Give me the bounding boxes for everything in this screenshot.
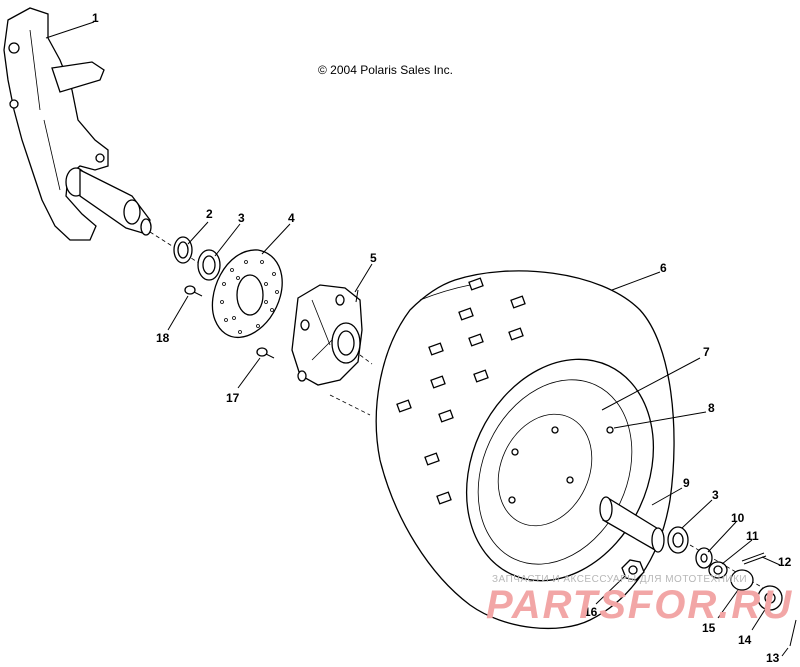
callout-3-outer: 3 <box>712 488 719 502</box>
callout-16: 16 <box>584 605 598 619</box>
wheel-rim-part <box>465 358 655 582</box>
watermark-brand: PARTSFOR.RU <box>486 583 793 627</box>
lug-nut-part <box>757 585 783 611</box>
brake-disc-part <box>211 249 283 339</box>
watermark-tagline: ЗАПЧАСТИ И АКСЕССУАРЫ ДЛЯ МОТОТЕХНИКИ <box>492 574 747 585</box>
dust-cap-part <box>730 569 754 591</box>
callout-3-inner: 3 <box>238 211 245 225</box>
callout-6: 6 <box>660 261 667 275</box>
callout-15: 15 <box>702 621 716 635</box>
spacer-sleeve-part <box>599 496 665 553</box>
copyright-notice: © 2004 Polaris Sales Inc. <box>318 63 453 77</box>
pin-part <box>789 619 797 647</box>
callout-1: 1 <box>92 11 99 25</box>
stud-part <box>256 347 275 359</box>
callout-labels: 1 2 3 4 5 6 7 8 9 3 10 11 12 13 14 15 16… <box>92 11 792 665</box>
callout-2: 2 <box>206 207 213 221</box>
callout-17: 17 <box>226 391 240 405</box>
bearing-outer-part <box>667 526 689 554</box>
wheel-hub-part <box>291 284 363 386</box>
leader-lines <box>45 21 789 657</box>
callout-8: 8 <box>708 401 715 415</box>
callout-5: 5 <box>370 251 377 265</box>
callout-11: 11 <box>746 529 759 543</box>
bearing-inner-part <box>197 249 221 281</box>
cotter-pin-part <box>741 552 767 565</box>
wheel-nut-part <box>621 559 645 581</box>
callout-13: 13 <box>766 651 780 665</box>
callout-7: 7 <box>703 345 710 359</box>
callout-10: 10 <box>731 511 745 525</box>
seal-part <box>173 236 193 264</box>
callout-12: 12 <box>778 555 792 569</box>
steering-knuckle-part <box>3 7 152 241</box>
callout-18: 18 <box>156 331 170 345</box>
watermark: ЗАПЧАСТИ И АКСЕССУАРЫ ДЛЯ МОТОТЕХНИКИ PA… <box>486 574 793 627</box>
callout-4: 4 <box>288 211 295 225</box>
spindle-nut-part <box>708 561 728 579</box>
callout-14: 14 <box>738 633 752 647</box>
washer-part <box>695 547 713 569</box>
callout-9: 9 <box>683 476 690 490</box>
screw-part <box>184 285 203 297</box>
